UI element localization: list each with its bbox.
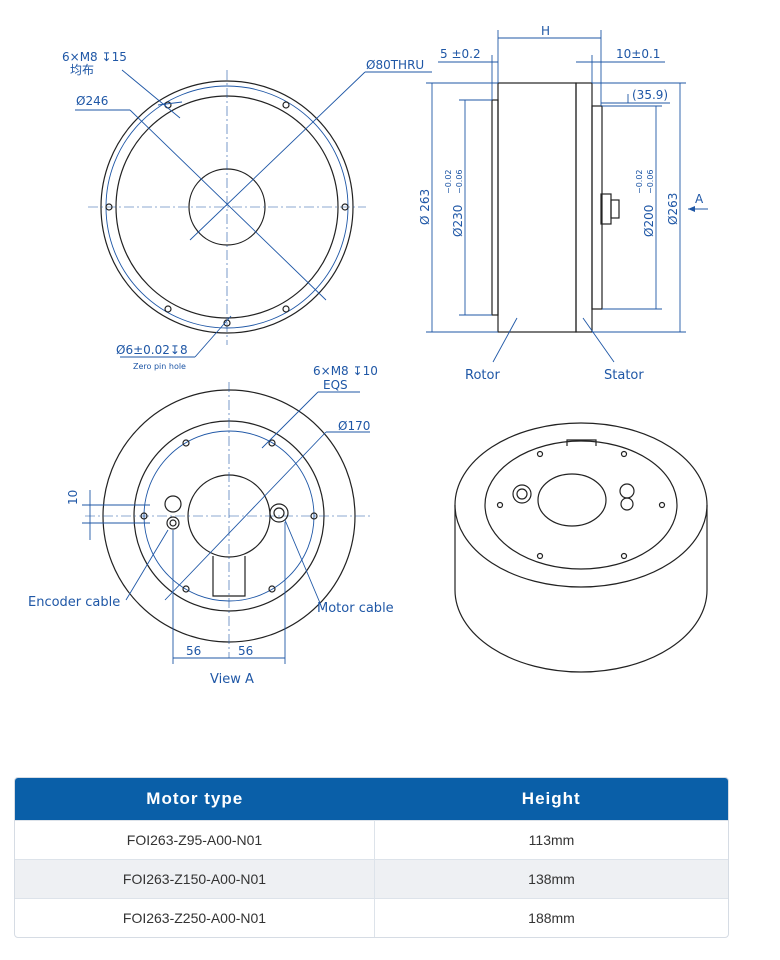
front-thru-bore: Ø80THRU (366, 58, 424, 72)
table-row: FOI263-Z150-A00-N01 138mm (15, 859, 728, 899)
side-dia-200-tol-lower: −0.06 (646, 169, 655, 194)
side-dia-200: Ø200 (642, 205, 656, 237)
motor-type-cell: FOI263-Z95-A00-N01 (15, 820, 375, 860)
isometric-view (454, 422, 708, 673)
side-dim-5: 5 ±0.2 (440, 47, 481, 61)
side-dia-230: Ø230 (451, 205, 465, 237)
side-dia-263-left: Ø 263 (418, 189, 432, 225)
view-a-dia-170: Ø170 (338, 419, 370, 433)
front-hole-callout: 6×M8 ↧15 (62, 50, 127, 64)
view-a: 6×M8 ↧10 EQS Ø170 10 Encoder cable Motor… (28, 364, 394, 687)
header-motor-type: Motor type (15, 778, 375, 821)
height-cell: 138mm (374, 859, 728, 899)
front-view: 6×M8 ↧15 均布 Ø246 Ø80THRU Ø6±0.02↧8 Zero … (62, 50, 432, 371)
height-cell: 188mm (374, 898, 728, 937)
rotor-label: Rotor (465, 368, 500, 383)
side-H: H (541, 24, 550, 38)
height-cell: 113mm (374, 820, 728, 860)
side-dia-230-tol-lower: −0.06 (455, 169, 464, 194)
side-dia-263-right: Ø263 (666, 193, 680, 225)
header-height: Height (374, 778, 728, 821)
zero-pin-callout: Ø6±0.02↧8 (116, 343, 188, 357)
view-a-caption: View A (210, 672, 254, 687)
view-a-eqs: EQS (323, 378, 348, 392)
zero-pin-note: Zero pin hole (133, 362, 186, 371)
view-a-dim-56-left: 56 (186, 644, 201, 658)
stator-label: Stator (604, 368, 644, 383)
side-view: H 5 ±0.2 10±0.1 (35.9) Ø 263 Ø230 −0.02 … (418, 24, 708, 383)
side-dim-35-9: (35.9) (632, 88, 668, 102)
side-dia-230-tol-upper: −0.02 (444, 169, 453, 194)
front-hole-note: 均布 (70, 63, 94, 77)
motor-table: Motor type Height FOI263-Z95-A00-N01 113… (14, 777, 729, 938)
view-a-dim-56-right: 56 (238, 644, 253, 658)
table-row: FOI263-Z95-A00-N01 113mm (15, 820, 728, 860)
view-a-hole-callout: 6×M8 ↧10 (313, 364, 378, 378)
front-dia-246: Ø246 (76, 94, 108, 108)
motor-cable-label: Motor cable (317, 601, 394, 616)
side-dim-10: 10±0.1 (616, 47, 660, 61)
motor-type-cell: FOI263-Z250-A00-N01 (15, 898, 375, 937)
technical-drawing: 6×M8 ↧15 均布 Ø246 Ø80THRU Ø6±0.02↧8 Zero … (28, 24, 708, 687)
table-row: FOI263-Z250-A00-N01 188mm (15, 898, 728, 937)
motor-type-cell: FOI263-Z150-A00-N01 (15, 859, 375, 899)
view-a-dim-10: 10 (66, 490, 80, 505)
encoder-cable-label: Encoder cable (28, 595, 120, 610)
side-dia-200-tol-upper: −0.02 (635, 169, 644, 194)
side-view-arrow-label: A (695, 192, 704, 206)
